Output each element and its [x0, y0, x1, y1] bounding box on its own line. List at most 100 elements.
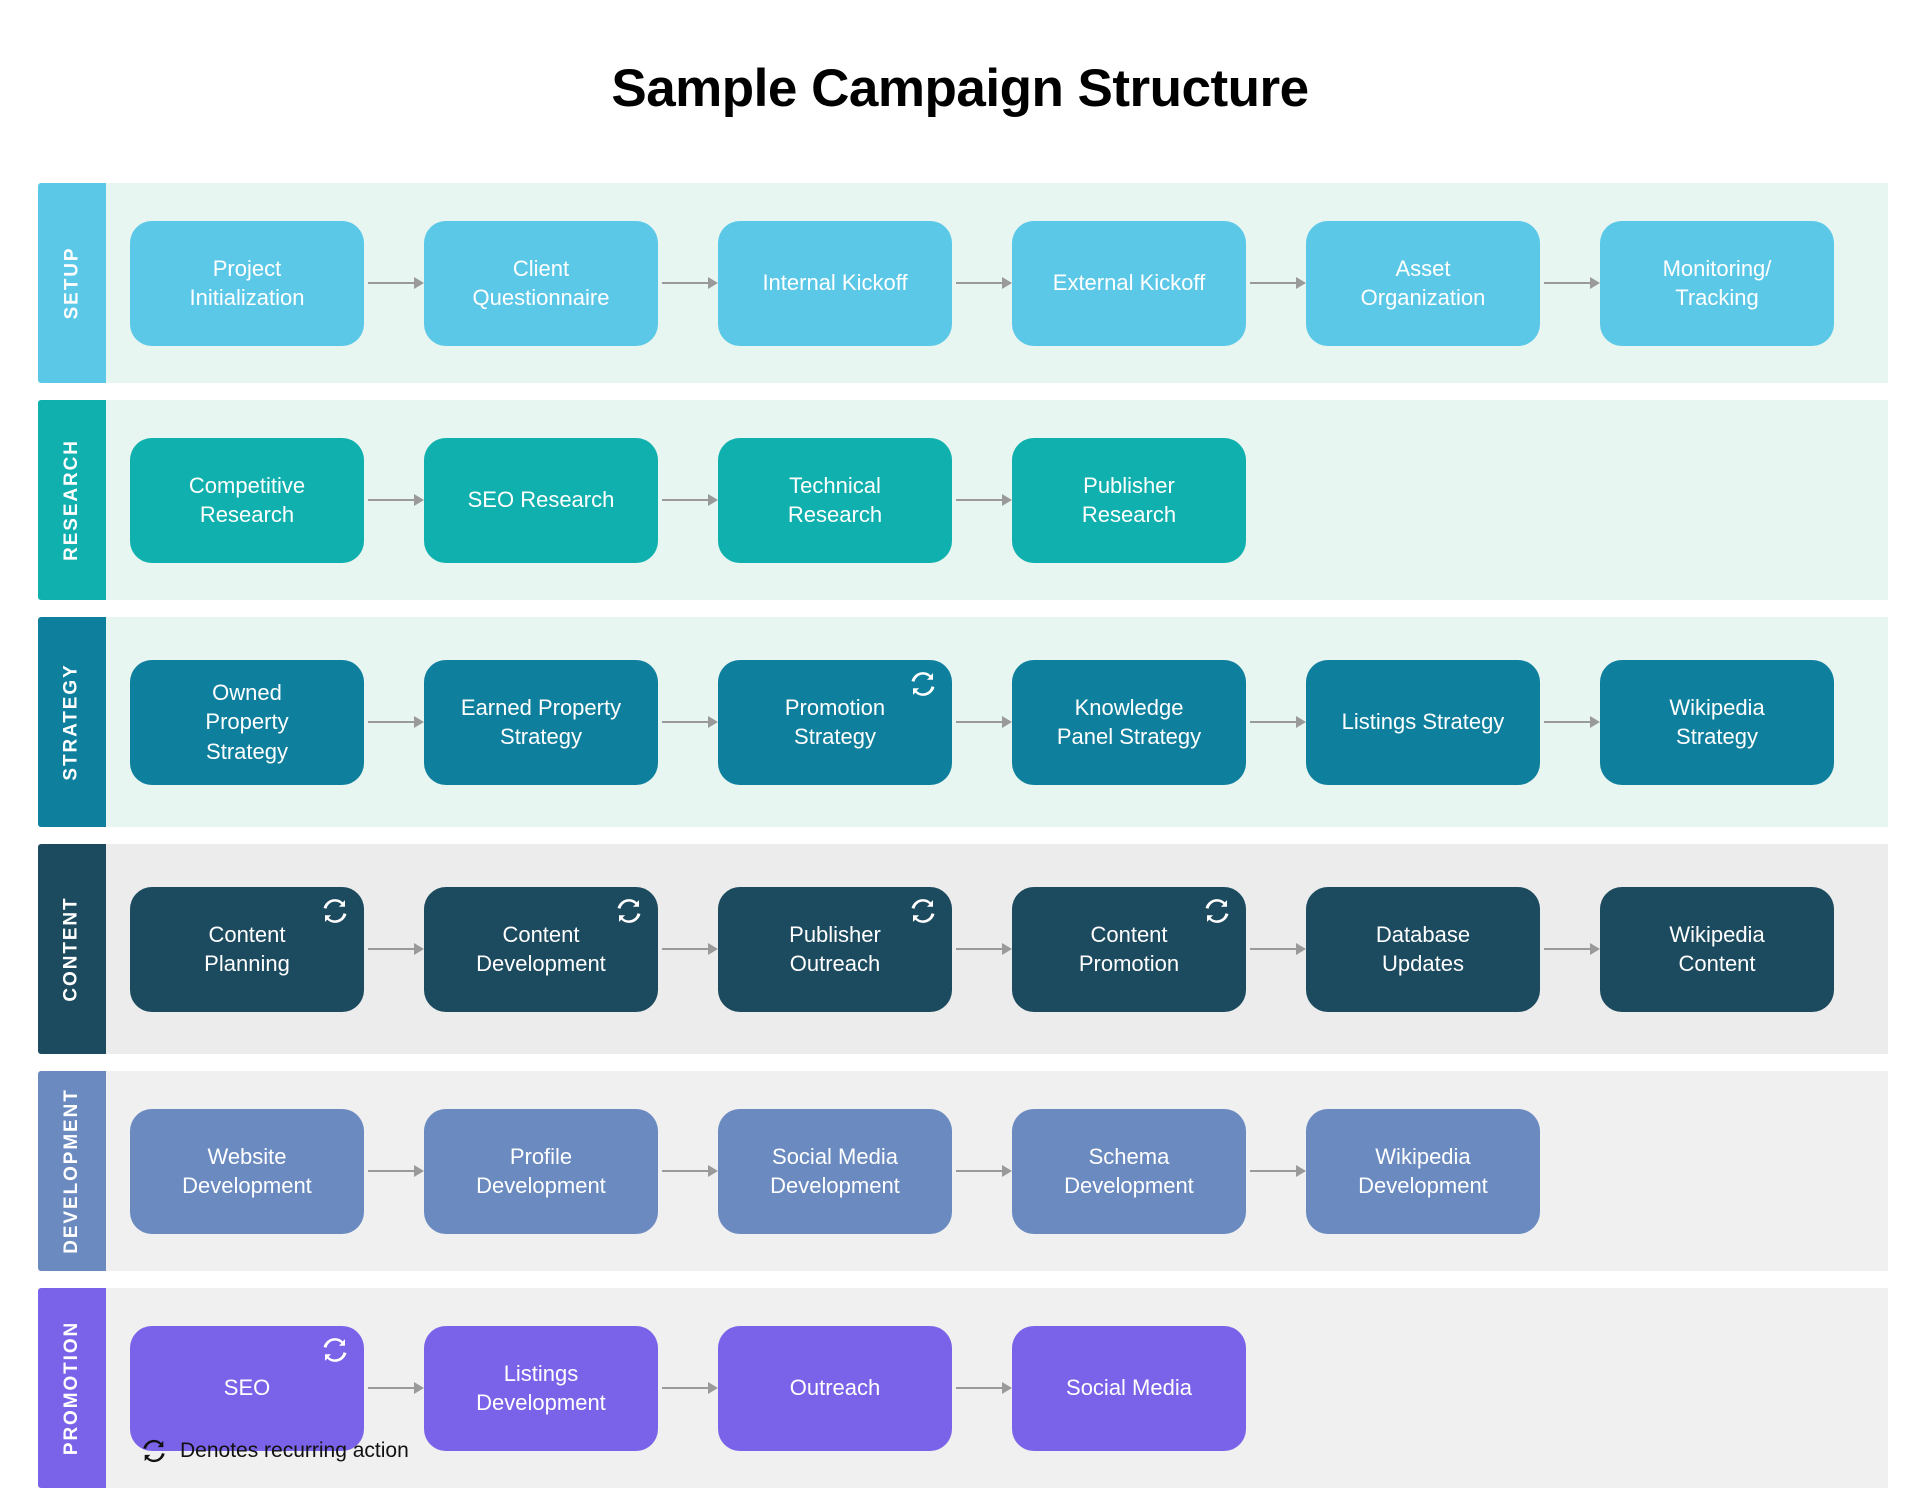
recurring-action-icon [908, 669, 938, 699]
process-node[interactable]: Listings Development [424, 1325, 658, 1451]
lane-tab-research[interactable]: RESEARCH [38, 400, 106, 600]
flow-arrow-icon [658, 715, 718, 729]
flow-arrow-icon [952, 493, 1012, 507]
process-node[interactable]: Outreach [718, 1325, 952, 1451]
recurring-action-icon [320, 896, 350, 926]
process-node[interactable]: Promotion Strategy [718, 659, 952, 785]
process-node[interactable]: Client Questionnaire [424, 220, 658, 346]
node-label: SEO Research [467, 487, 615, 513]
node-label: Technical Research [787, 472, 883, 527]
lane-tab-development[interactable]: DEVELOPMENT [38, 1071, 106, 1271]
process-node[interactable]: Knowledge Panel Strategy [1012, 659, 1246, 785]
recurring-action-icon [908, 896, 938, 926]
lane-label: CONTENT [61, 896, 83, 1002]
flow-arrow-icon [952, 1164, 1012, 1178]
node-label: Social Media [1066, 1375, 1192, 1401]
process-node[interactable]: Publisher Outreach [718, 886, 952, 1012]
process-node[interactable]: Schema Development [1012, 1108, 1246, 1234]
process-node[interactable]: Wikipedia Content [1600, 886, 1834, 1012]
flow-arrow-icon [952, 715, 1012, 729]
lane-tab-content[interactable]: CONTENT [38, 844, 106, 1054]
node-label: Content Planning [204, 921, 290, 976]
process-node[interactable]: Social Media Development [718, 1108, 952, 1234]
node-label: Client Questionnaire [472, 255, 610, 310]
lane-body-development: Website Development Profile Development So… [106, 1071, 1888, 1271]
swimlane-strategy: STRATEGY Owned Property Strategy Earned Pr… [38, 617, 1888, 827]
process-node[interactable]: SEO [130, 1325, 364, 1451]
recurring-action-icon [320, 1335, 350, 1365]
node-label: Outreach [789, 1375, 881, 1401]
flow-arrow-icon [364, 1381, 424, 1395]
swimlane-research: RESEARCH Competitive Research SEO Research… [38, 400, 1888, 600]
flow-arrow-icon [364, 493, 424, 507]
flow-arrow-icon [658, 1164, 718, 1178]
flow-arrow-icon [1246, 715, 1306, 729]
swimlane-promotion: PROMOTION SEO Listings Development Outreach… [38, 1288, 1888, 1488]
node-label: Wikipedia Strategy [1669, 694, 1765, 749]
process-node[interactable]: Social Media [1012, 1325, 1246, 1451]
process-node[interactable]: Technical Research [718, 437, 952, 563]
lane-tab-promotion[interactable]: PROMOTION [38, 1288, 106, 1488]
process-node[interactable]: Competitive Research [130, 437, 364, 563]
process-node[interactable]: Database Updates [1306, 886, 1540, 1012]
node-label: Website Development [182, 1143, 312, 1198]
process-node[interactable]: Earned Property Strategy [424, 659, 658, 785]
flow-arrow-icon [658, 493, 718, 507]
node-label: Publisher Research [1081, 472, 1177, 527]
process-node[interactable]: Publisher Research [1012, 437, 1246, 563]
node-label: Promotion Strategy [784, 694, 886, 749]
node-label: Owned Property Strategy [205, 680, 289, 764]
node-label: Listings Development [476, 1360, 606, 1415]
process-node[interactable]: Internal Kickoff [718, 220, 952, 346]
process-node[interactable]: Listings Strategy [1306, 659, 1540, 785]
process-node[interactable]: External Kickoff [1012, 220, 1246, 346]
node-label: Wikipedia Development [1358, 1143, 1488, 1198]
node-label: SEO [223, 1375, 271, 1401]
node-label: Asset Organization [1360, 255, 1486, 310]
node-label: Wikipedia Content [1669, 921, 1765, 976]
flow-arrow-icon [364, 1164, 424, 1178]
flow-arrow-icon [364, 942, 424, 956]
process-node[interactable]: SEO Research [424, 437, 658, 563]
flow-arrow-icon [1246, 1164, 1306, 1178]
process-node[interactable]: Content Development [424, 886, 658, 1012]
swimlane-diagram: SETUP Project Initialization Client Questi… [38, 183, 1888, 1500]
flow-arrow-icon [1540, 715, 1600, 729]
flow-arrow-icon [1540, 942, 1600, 956]
flow-arrow-icon [364, 715, 424, 729]
lane-label: STRATEGY [61, 663, 82, 781]
recurring-action-icon [1202, 896, 1232, 926]
process-node[interactable]: Content Promotion [1012, 886, 1246, 1012]
process-node[interactable]: Asset Organization [1306, 220, 1540, 346]
legend-label: Denotes recurring action [180, 1439, 409, 1462]
lane-tab-setup[interactable]: SETUP [38, 183, 106, 383]
flow-arrow-icon [952, 1381, 1012, 1395]
node-label: Publisher Outreach [789, 921, 881, 976]
node-label: Listings Strategy [1341, 709, 1505, 735]
process-node[interactable]: Wikipedia Strategy [1600, 659, 1834, 785]
process-node[interactable]: Profile Development [424, 1108, 658, 1234]
node-label: Monitoring/ Tracking [1662, 255, 1772, 310]
flow-arrow-icon [952, 276, 1012, 290]
process-node[interactable]: Monitoring/ Tracking [1600, 220, 1834, 346]
flow-arrow-icon [952, 942, 1012, 956]
process-node[interactable]: Project Initialization [130, 220, 364, 346]
lane-body-setup: Project Initialization Client Questionnai… [106, 183, 1888, 383]
node-label: Content Development [476, 921, 606, 976]
lane-label: SETUP [61, 246, 83, 320]
node-label: External Kickoff [1052, 270, 1206, 296]
flow-arrow-icon [364, 276, 424, 290]
process-node[interactable]: Owned Property Strategy [130, 659, 364, 785]
process-node[interactable]: Content Planning [130, 886, 364, 1012]
swimlane-development: DEVELOPMENT Website Development Profile De… [38, 1071, 1888, 1271]
process-node[interactable]: Website Development [130, 1108, 364, 1234]
process-node[interactable]: Wikipedia Development [1306, 1108, 1540, 1234]
lane-body-research: Competitive Research SEO Research Technica… [106, 400, 1888, 600]
lane-tab-strategy[interactable]: STRATEGY [38, 617, 106, 827]
lane-label: DEVELOPMENT [61, 1088, 82, 1254]
swimlane-content: CONTENT Content Planning Content Developme… [38, 844, 1888, 1054]
lane-label: PROMOTION [61, 1320, 83, 1456]
flow-arrow-icon [658, 276, 718, 290]
node-label: Content Promotion [1078, 921, 1180, 976]
